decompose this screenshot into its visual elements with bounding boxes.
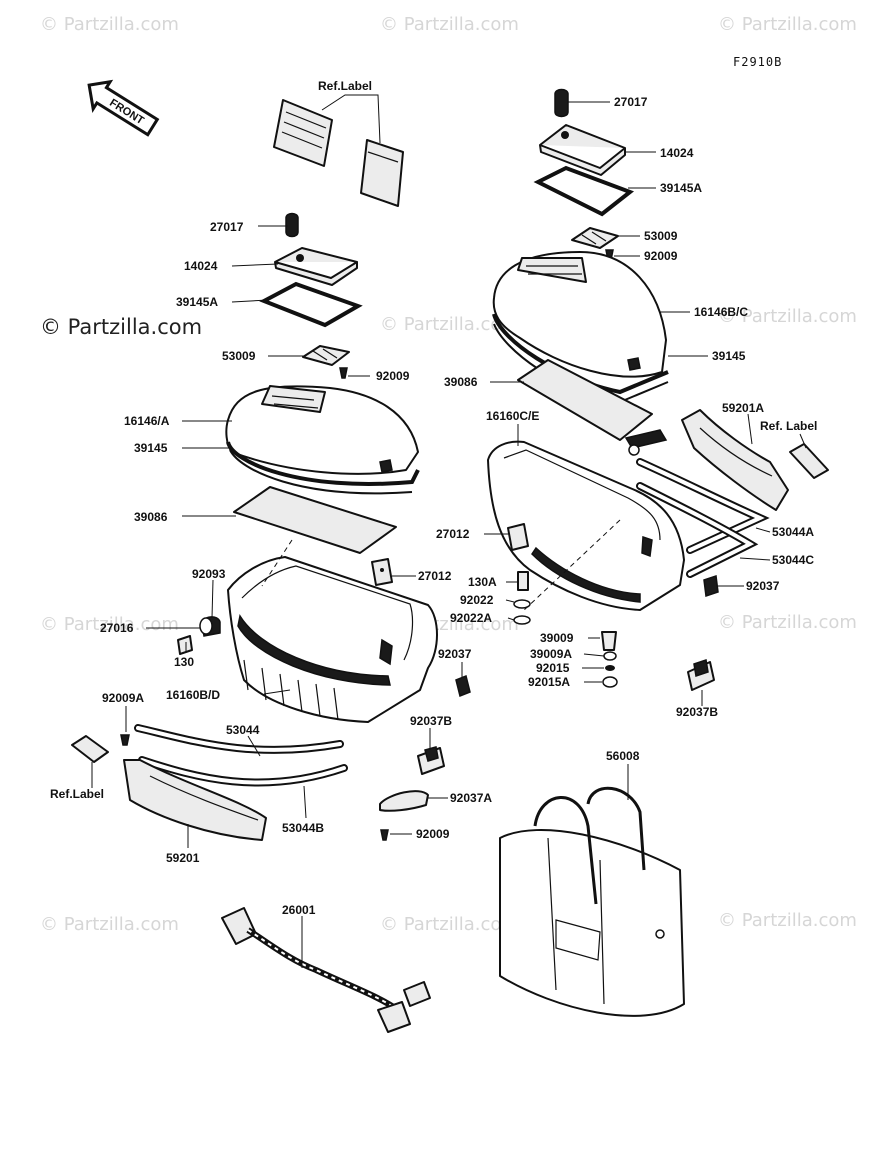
callout-14024: 14024 xyxy=(660,146,694,160)
watermark: © Partzilla.com xyxy=(718,14,857,35)
callout-39009a: 39009A xyxy=(530,647,572,661)
callout-39086: 39086 xyxy=(444,375,478,389)
callout-92009: 92009 xyxy=(644,249,678,263)
callout-16146a: 16146/A xyxy=(124,414,170,428)
left-lid-assembly xyxy=(71,212,471,841)
callout-53009: 53009 xyxy=(644,229,678,243)
ref-label-stickers-top xyxy=(273,94,404,207)
callout-56008: 56008 xyxy=(606,749,640,763)
callout-ref-label: Ref.Label xyxy=(318,79,372,93)
callout-26001: 26001 xyxy=(282,903,316,917)
callout-53009: 53009 xyxy=(222,349,256,363)
watermark-main: © Partzilla.com xyxy=(40,315,202,339)
callout-ref-label: Ref.Label xyxy=(50,787,104,801)
callout-27017: 27017 xyxy=(210,220,244,234)
callout-53044: 53044 xyxy=(226,723,260,737)
callout-16160ce: 16160C/E xyxy=(486,409,539,423)
callout-130: 130 xyxy=(174,655,194,669)
leader-lines xyxy=(91,101,807,968)
callout-92037b: 92037B xyxy=(410,714,452,728)
watermark: © Partzilla.com xyxy=(40,614,179,635)
callout-14024: 14024 xyxy=(184,259,218,273)
callout-27012: 27012 xyxy=(436,527,470,541)
callout-53044c: 53044C xyxy=(772,553,814,567)
callout-ref-label: Ref. Label xyxy=(760,419,817,433)
callout-92037b: 92037B xyxy=(676,705,718,719)
watermark: © Partzilla.com xyxy=(40,914,179,935)
callout-labels: Ref.Label 27017 14024 39145A 53009 92009… xyxy=(50,79,817,917)
callout-92093: 92093 xyxy=(192,567,226,581)
watermark: © Partzilla.com xyxy=(380,314,519,335)
callout-16146bc: 16146B/C xyxy=(694,305,748,319)
tote-bag xyxy=(499,786,685,1017)
callout-92037: 92037 xyxy=(438,647,472,661)
callout-92037: 92037 xyxy=(746,579,780,593)
callout-130a: 130A xyxy=(468,575,497,589)
callout-39009: 39009 xyxy=(540,631,574,645)
callout-92015a: 92015A xyxy=(528,675,570,689)
watermark: © Partzilla.com xyxy=(40,14,179,35)
callout-39145a: 39145A xyxy=(660,181,702,195)
callout-27012: 27012 xyxy=(418,569,452,583)
watermark: © Partzilla.com xyxy=(718,612,857,633)
watermark: © Partzilla.com xyxy=(718,306,857,327)
callout-39086: 39086 xyxy=(134,510,168,524)
callout-92015: 92015 xyxy=(536,661,570,675)
callout-39145a: 39145A xyxy=(176,295,218,309)
callout-59201: 59201 xyxy=(166,851,200,865)
callout-92009: 92009 xyxy=(376,369,410,383)
callout-92009: 92009 xyxy=(416,827,450,841)
diagram-code: F2910B xyxy=(733,55,782,69)
wire-harness xyxy=(221,907,431,1033)
callout-92022: 92022 xyxy=(460,593,494,607)
right-lid-assembly xyxy=(487,88,829,691)
callout-92009a: 92009A xyxy=(102,691,144,705)
callout-92022a: 92022A xyxy=(450,611,492,625)
callout-59201a: 59201A xyxy=(722,401,764,415)
callout-16160bd: 16160B/D xyxy=(166,688,220,702)
watermark: © Partzilla.com xyxy=(718,910,857,931)
callout-53044b: 53044B xyxy=(282,821,324,835)
callout-53044a: 53044A xyxy=(772,525,814,539)
callout-27016: 27016 xyxy=(100,621,134,635)
watermark: © Partzilla.com xyxy=(380,914,519,935)
front-arrow-icon: FRONT xyxy=(87,79,160,137)
callout-92037a: 92037A xyxy=(450,791,492,805)
callout-27017: 27017 xyxy=(614,95,648,109)
watermark: © Partzilla.com xyxy=(380,14,519,35)
callout-39145: 39145 xyxy=(134,441,168,455)
callout-39145: 39145 xyxy=(712,349,746,363)
